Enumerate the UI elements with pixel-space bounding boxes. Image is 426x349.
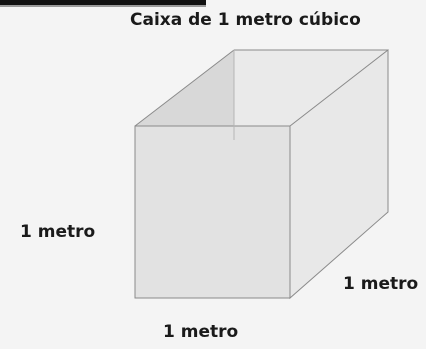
- cube-front-face: [134, 125, 291, 299]
- header-underline-shadow: [0, 5, 206, 7]
- cube-left-top-edge: [134, 49, 235, 127]
- height-label: 1 metro: [20, 222, 96, 242]
- width-label: 1 metro: [163, 322, 239, 342]
- depth-label: 1 metro: [343, 274, 419, 294]
- header-underline: [0, 0, 206, 5]
- diagram-title: Caixa de 1 metro cúbico: [130, 10, 361, 30]
